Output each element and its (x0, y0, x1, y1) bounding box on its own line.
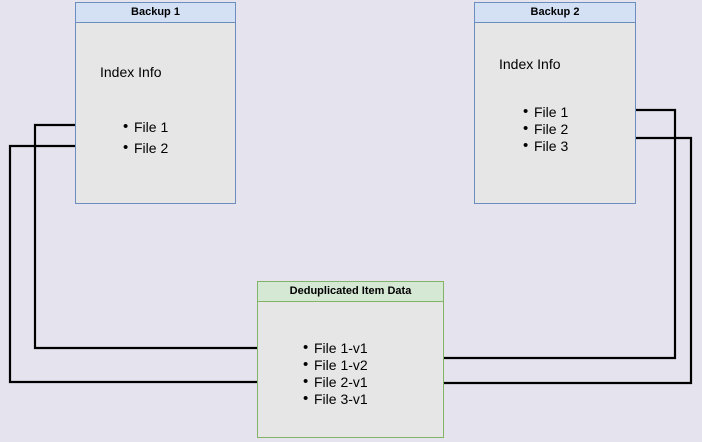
backup-2-item-file-3-label: File 3 (534, 138, 569, 154)
bullet-icon: • (123, 139, 129, 156)
bullet-icon: • (303, 373, 309, 390)
backup-2-item-file-1: • File 1 (523, 104, 568, 120)
backup-2-index-info-label: Index Info (499, 56, 561, 72)
node-backup-1[interactable]: Backup 1 Index Info • File 1 • File 2 (75, 2, 236, 204)
node-backup-2-body: Index Info • File 1 • File 2 • File 3 (475, 23, 635, 203)
bullet-icon: • (523, 137, 529, 154)
bullet-icon: • (523, 103, 529, 120)
backup-1-index-info-label: Index Info (100, 64, 162, 80)
backup-2-item-file-2-label: File 2 (534, 121, 569, 137)
backup-1-item-file-2: • File 2 (123, 140, 168, 156)
node-deduplicated-item-data-header: Deduplicated Item Data (258, 282, 443, 302)
node-backup-1-header: Backup 1 (76, 3, 235, 23)
node-deduplicated-item-data-body: • File 1-v1 • File 1-v2 • File 2-v1 • Fi… (258, 302, 443, 437)
dedup-item-file-3-v1: • File 3-v1 (303, 391, 368, 407)
backup-1-item-file-1-label: File 1 (134, 119, 169, 135)
bullet-icon: • (523, 120, 529, 137)
dedup-item-file-1-v1: • File 1-v1 (303, 340, 368, 356)
dedup-item-file-1-v2-label: File 1-v2 (314, 357, 368, 373)
backup-2-item-file-2: • File 2 (523, 121, 568, 137)
backup-1-item-file-2-label: File 2 (134, 140, 169, 156)
node-backup-1-body: Index Info • File 1 • File 2 (76, 23, 235, 203)
bullet-icon: • (123, 118, 129, 135)
backup-2-item-file-3: • File 3 (523, 138, 568, 154)
dedup-item-file-2-v1-label: File 2-v1 (314, 374, 368, 390)
bullet-icon: • (303, 390, 309, 407)
dedup-item-file-1-v1-label: File 1-v1 (314, 340, 368, 356)
node-backup-2-header: Backup 2 (475, 3, 635, 23)
dedup-item-file-3-v1-label: File 3-v1 (314, 391, 368, 407)
node-backup-2[interactable]: Backup 2 Index Info • File 1 • File 2 • … (474, 2, 636, 204)
dedup-item-file-1-v2: • File 1-v2 (303, 357, 368, 373)
node-deduplicated-item-data[interactable]: Deduplicated Item Data • File 1-v1 • Fil… (257, 281, 444, 438)
bullet-icon: • (303, 339, 309, 356)
dedup-item-file-2-v1: • File 2-v1 (303, 374, 368, 390)
backup-1-item-file-1: • File 1 (123, 119, 168, 135)
bullet-icon: • (303, 356, 309, 373)
backup-2-item-file-1-label: File 1 (534, 104, 569, 120)
